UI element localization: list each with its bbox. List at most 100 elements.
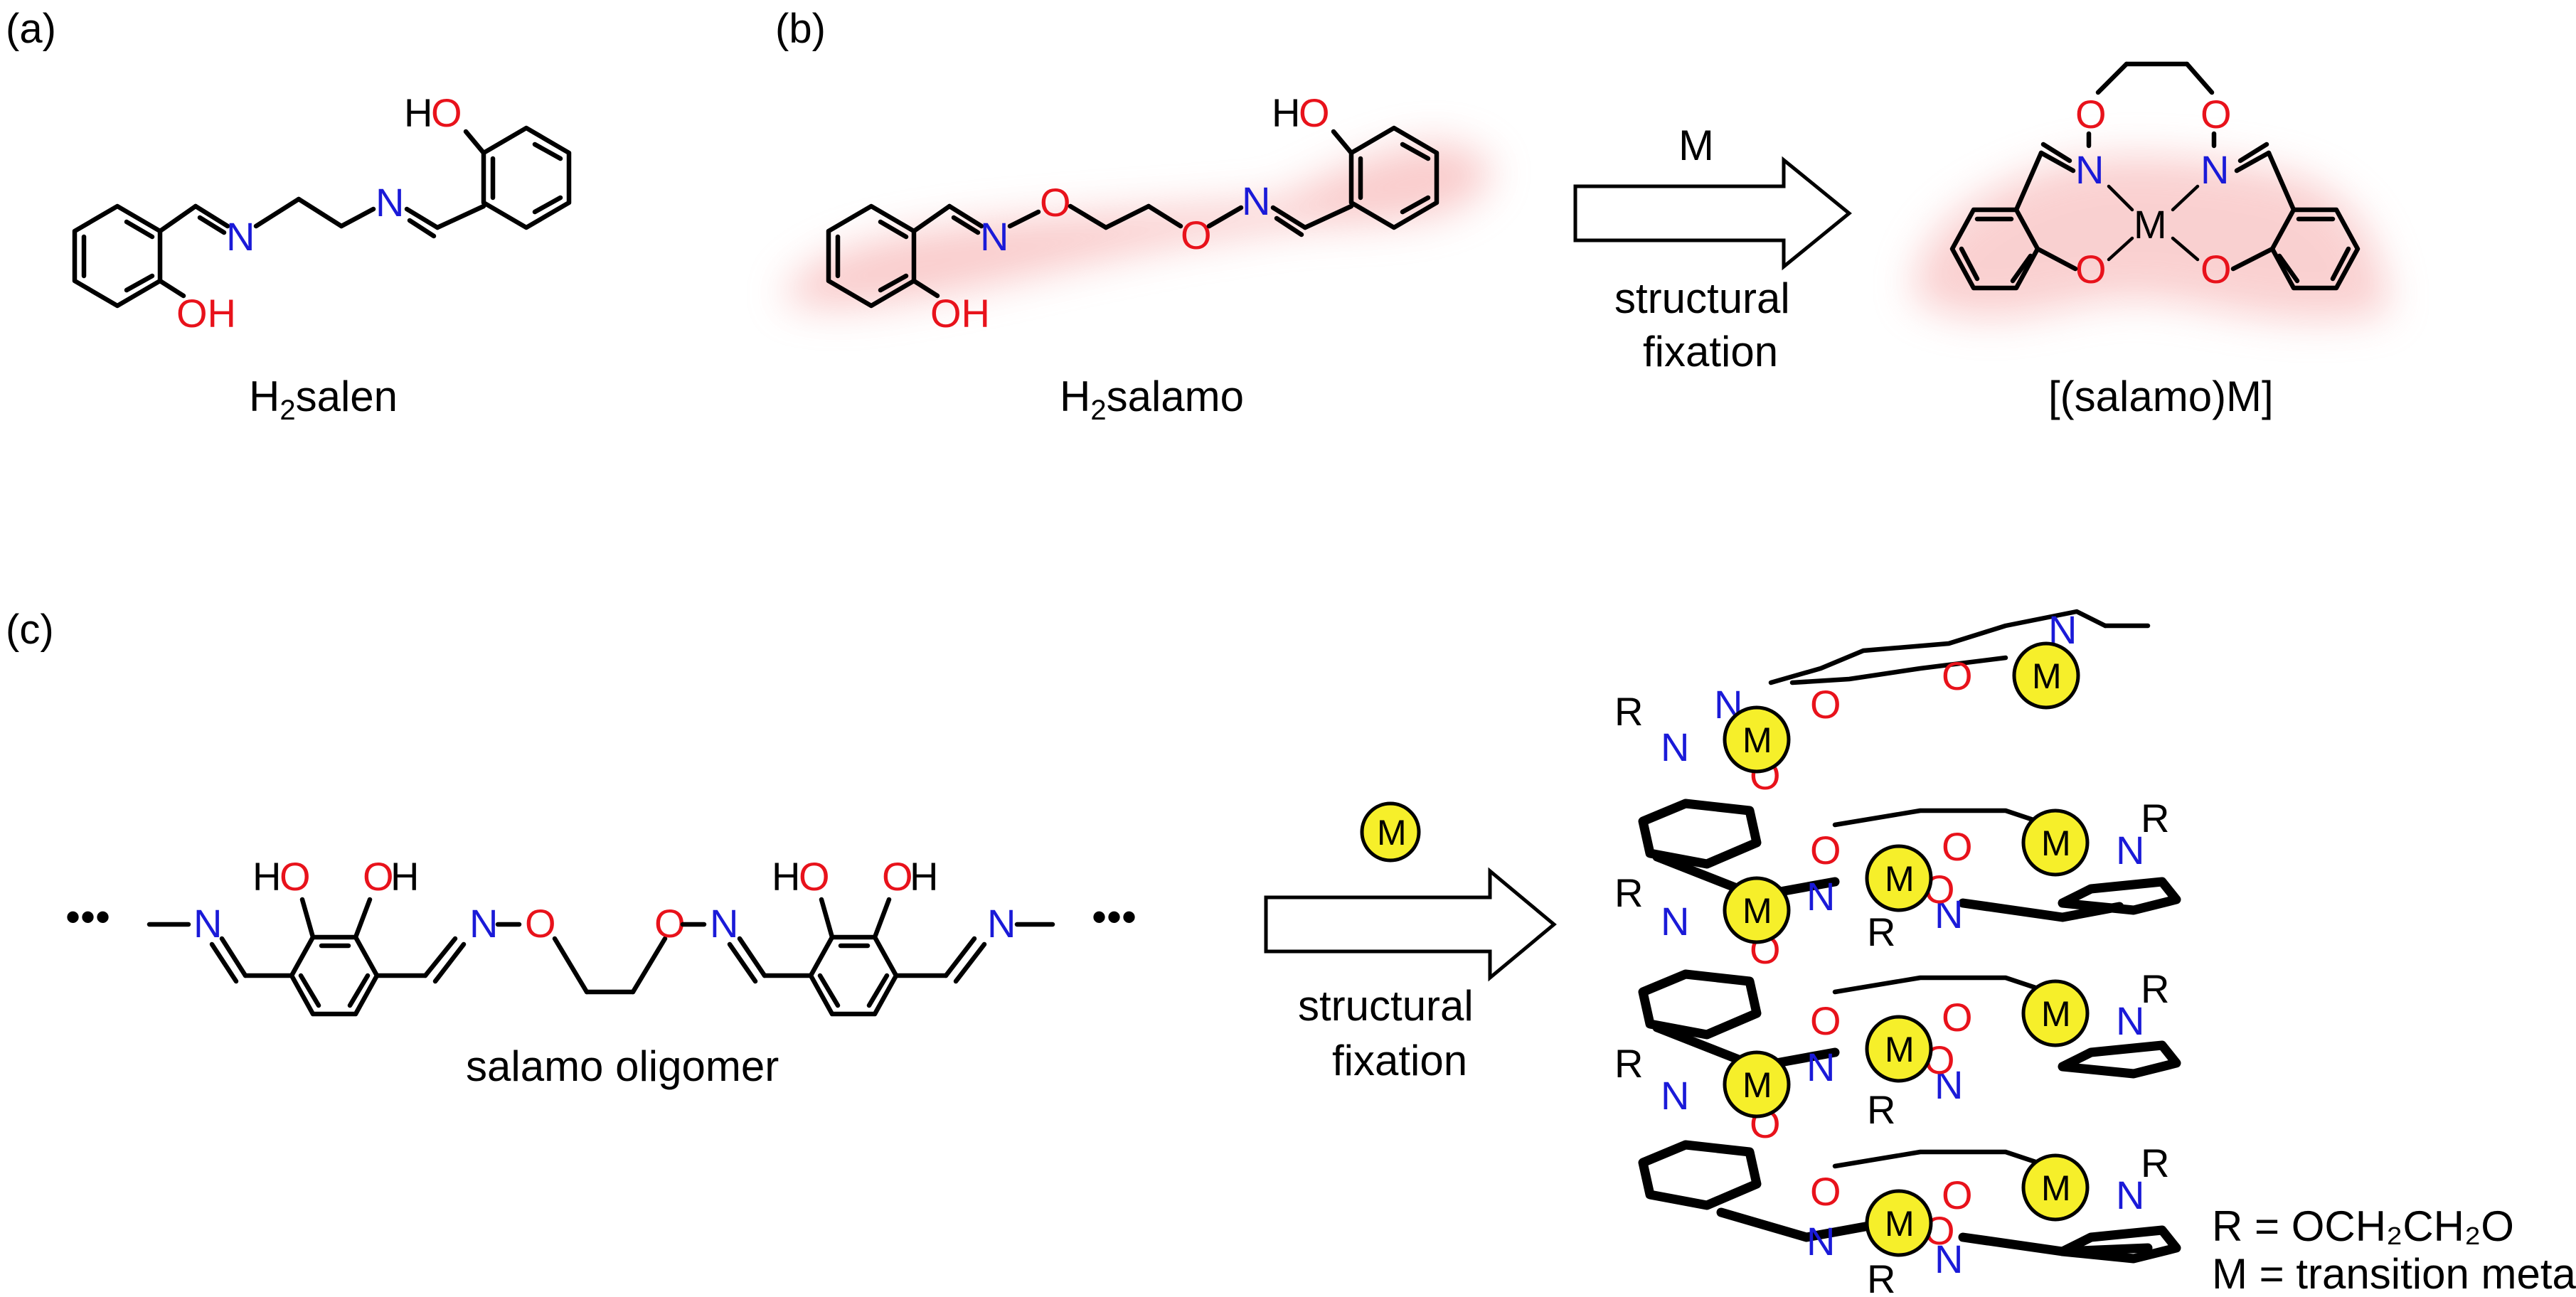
ellipsis-right: ••• <box>1092 893 1137 941</box>
atom-N: N <box>2200 147 2229 192</box>
atom-N: N <box>1661 725 1689 769</box>
atom-R: R <box>1867 1087 1895 1132</box>
atom-N: N <box>1806 874 1835 919</box>
panel-b-label: (b) <box>775 6 826 52</box>
atom-O: O <box>1810 998 1841 1043</box>
arrow-b-label-2: fixation <box>1643 328 1778 375</box>
atom-H: H <box>404 90 432 135</box>
atom-O: O <box>2075 247 2107 292</box>
atom-R: R <box>2141 966 2169 1011</box>
atom-N: N <box>1242 178 1270 223</box>
metal-sphere: M <box>2021 979 2090 1047</box>
arrow-b <box>1573 156 1852 271</box>
legend-m: M = transition metal <box>2212 1250 2576 1297</box>
panel-b: (b) OH N O O N <box>775 6 2390 426</box>
oligomer-caption: salamo oligomer <box>466 1042 779 1090</box>
atom-N: N <box>1934 1062 1963 1107</box>
atom-N: N <box>2075 147 2104 192</box>
atom-O: O <box>1942 824 1973 869</box>
atom-O: O <box>2200 247 2232 292</box>
svg-text:M: M <box>2032 656 2062 696</box>
atom-M: M <box>2134 202 2167 247</box>
atom-O: O <box>1942 995 1973 1040</box>
metal-sphere: M <box>1865 844 1933 912</box>
atom-N: N <box>1806 1045 1835 1089</box>
atom-O: OH <box>930 291 990 336</box>
atom-N: N <box>193 901 222 946</box>
svg-text:M: M <box>2041 823 2071 863</box>
atom-R: R <box>2141 1141 2169 1185</box>
atom-O: O <box>2200 92 2232 137</box>
metal-icon: M <box>1360 801 1421 863</box>
atom-O: O <box>799 854 830 899</box>
atom-R: R <box>1614 1041 1643 1086</box>
arrow-c <box>1264 867 1557 982</box>
atom-O: OH <box>176 291 236 336</box>
atom-H: H <box>772 854 800 899</box>
atom-R: R <box>1867 909 1895 954</box>
atom-N: N <box>376 180 404 225</box>
product-caption: [(salamo)M] <box>2048 373 2274 420</box>
legend-r: R = OCH₂CH₂O <box>2212 1202 2514 1250</box>
helical-metal-assembly: N O O R R R R R R R <box>1614 607 2181 1297</box>
h2salamo-structure: OH N O O N H O <box>782 90 1494 336</box>
h2salen-caption: H2salen <box>249 373 398 426</box>
metal-sphere: M <box>1865 1015 1933 1083</box>
metal-sphere: M <box>1865 1189 1933 1257</box>
atom-R: R <box>1614 689 1643 734</box>
atom-N: N <box>710 901 738 946</box>
svg-text:M: M <box>2041 1168 2071 1208</box>
arrow-b-top-label: M <box>1678 122 1714 169</box>
svg-text:M: M <box>2041 994 2071 1034</box>
arrow-c-label-2: fixation <box>1332 1037 1467 1084</box>
atom-N: N <box>469 901 498 946</box>
atom-N: N <box>1661 1073 1689 1118</box>
atom-O: O <box>1942 653 1973 698</box>
metal-sphere: M <box>2021 808 2090 877</box>
atom-N: N <box>987 901 1016 946</box>
svg-text:M: M <box>1742 720 1772 760</box>
atom-N: N <box>1661 899 1689 944</box>
atom-O: O <box>363 854 394 899</box>
metal-sphere: M <box>2012 641 2080 710</box>
arrow-c-label-1: structural <box>1298 982 1474 1030</box>
atom-N: N <box>1934 1237 1963 1281</box>
atom-O: O <box>1810 682 1841 727</box>
salamo-metal-complex: O O N N M O O <box>1913 61 2390 320</box>
atom-N: N <box>2116 1173 2144 1217</box>
atom-O: O <box>525 901 556 946</box>
panel-a-label: (a) <box>6 6 56 52</box>
atom-O: O <box>431 90 462 135</box>
salamo-oligomer-structure: ••• N H O O H N O O <box>65 854 1137 1017</box>
atom-R: R <box>2141 796 2169 840</box>
panel-a: (a) OH N N <box>6 6 572 426</box>
panel-c-label: (c) <box>6 607 54 653</box>
h2salen-structure: OH N N H O <box>72 90 572 336</box>
svg-text:M: M <box>1742 891 1772 931</box>
atom-H: H <box>910 854 938 899</box>
atom-O: O <box>1810 828 1841 872</box>
svg-text:M: M <box>1885 1204 1915 1244</box>
svg-text:M: M <box>1885 859 1915 899</box>
atom-N: N <box>1806 1219 1835 1264</box>
metal-sphere: M <box>1723 1050 1791 1119</box>
atom-H: H <box>1272 90 1300 135</box>
atom-O: O <box>280 854 311 899</box>
atom-R: R <box>1867 1256 1895 1297</box>
svg-text:M: M <box>1742 1065 1772 1105</box>
metal-sphere: M <box>1723 876 1791 944</box>
atom-O: O <box>1810 1169 1841 1214</box>
legend: R = OCH₂CH₂O M = transition metal <box>2212 1202 2576 1297</box>
atom-R: R <box>1614 870 1643 915</box>
atom-O: O <box>1299 90 1330 135</box>
atom-N: N <box>980 214 1008 259</box>
atom-N: N <box>1934 892 1963 936</box>
atom-N: N <box>2116 998 2144 1043</box>
atom-O: O <box>882 854 913 899</box>
atom-N: N <box>226 214 255 259</box>
svg-text:M: M <box>1885 1030 1915 1069</box>
atom-O: O <box>1040 180 1071 225</box>
ellipsis-left: ••• <box>65 893 110 941</box>
svg-text:M: M <box>1377 813 1407 853</box>
